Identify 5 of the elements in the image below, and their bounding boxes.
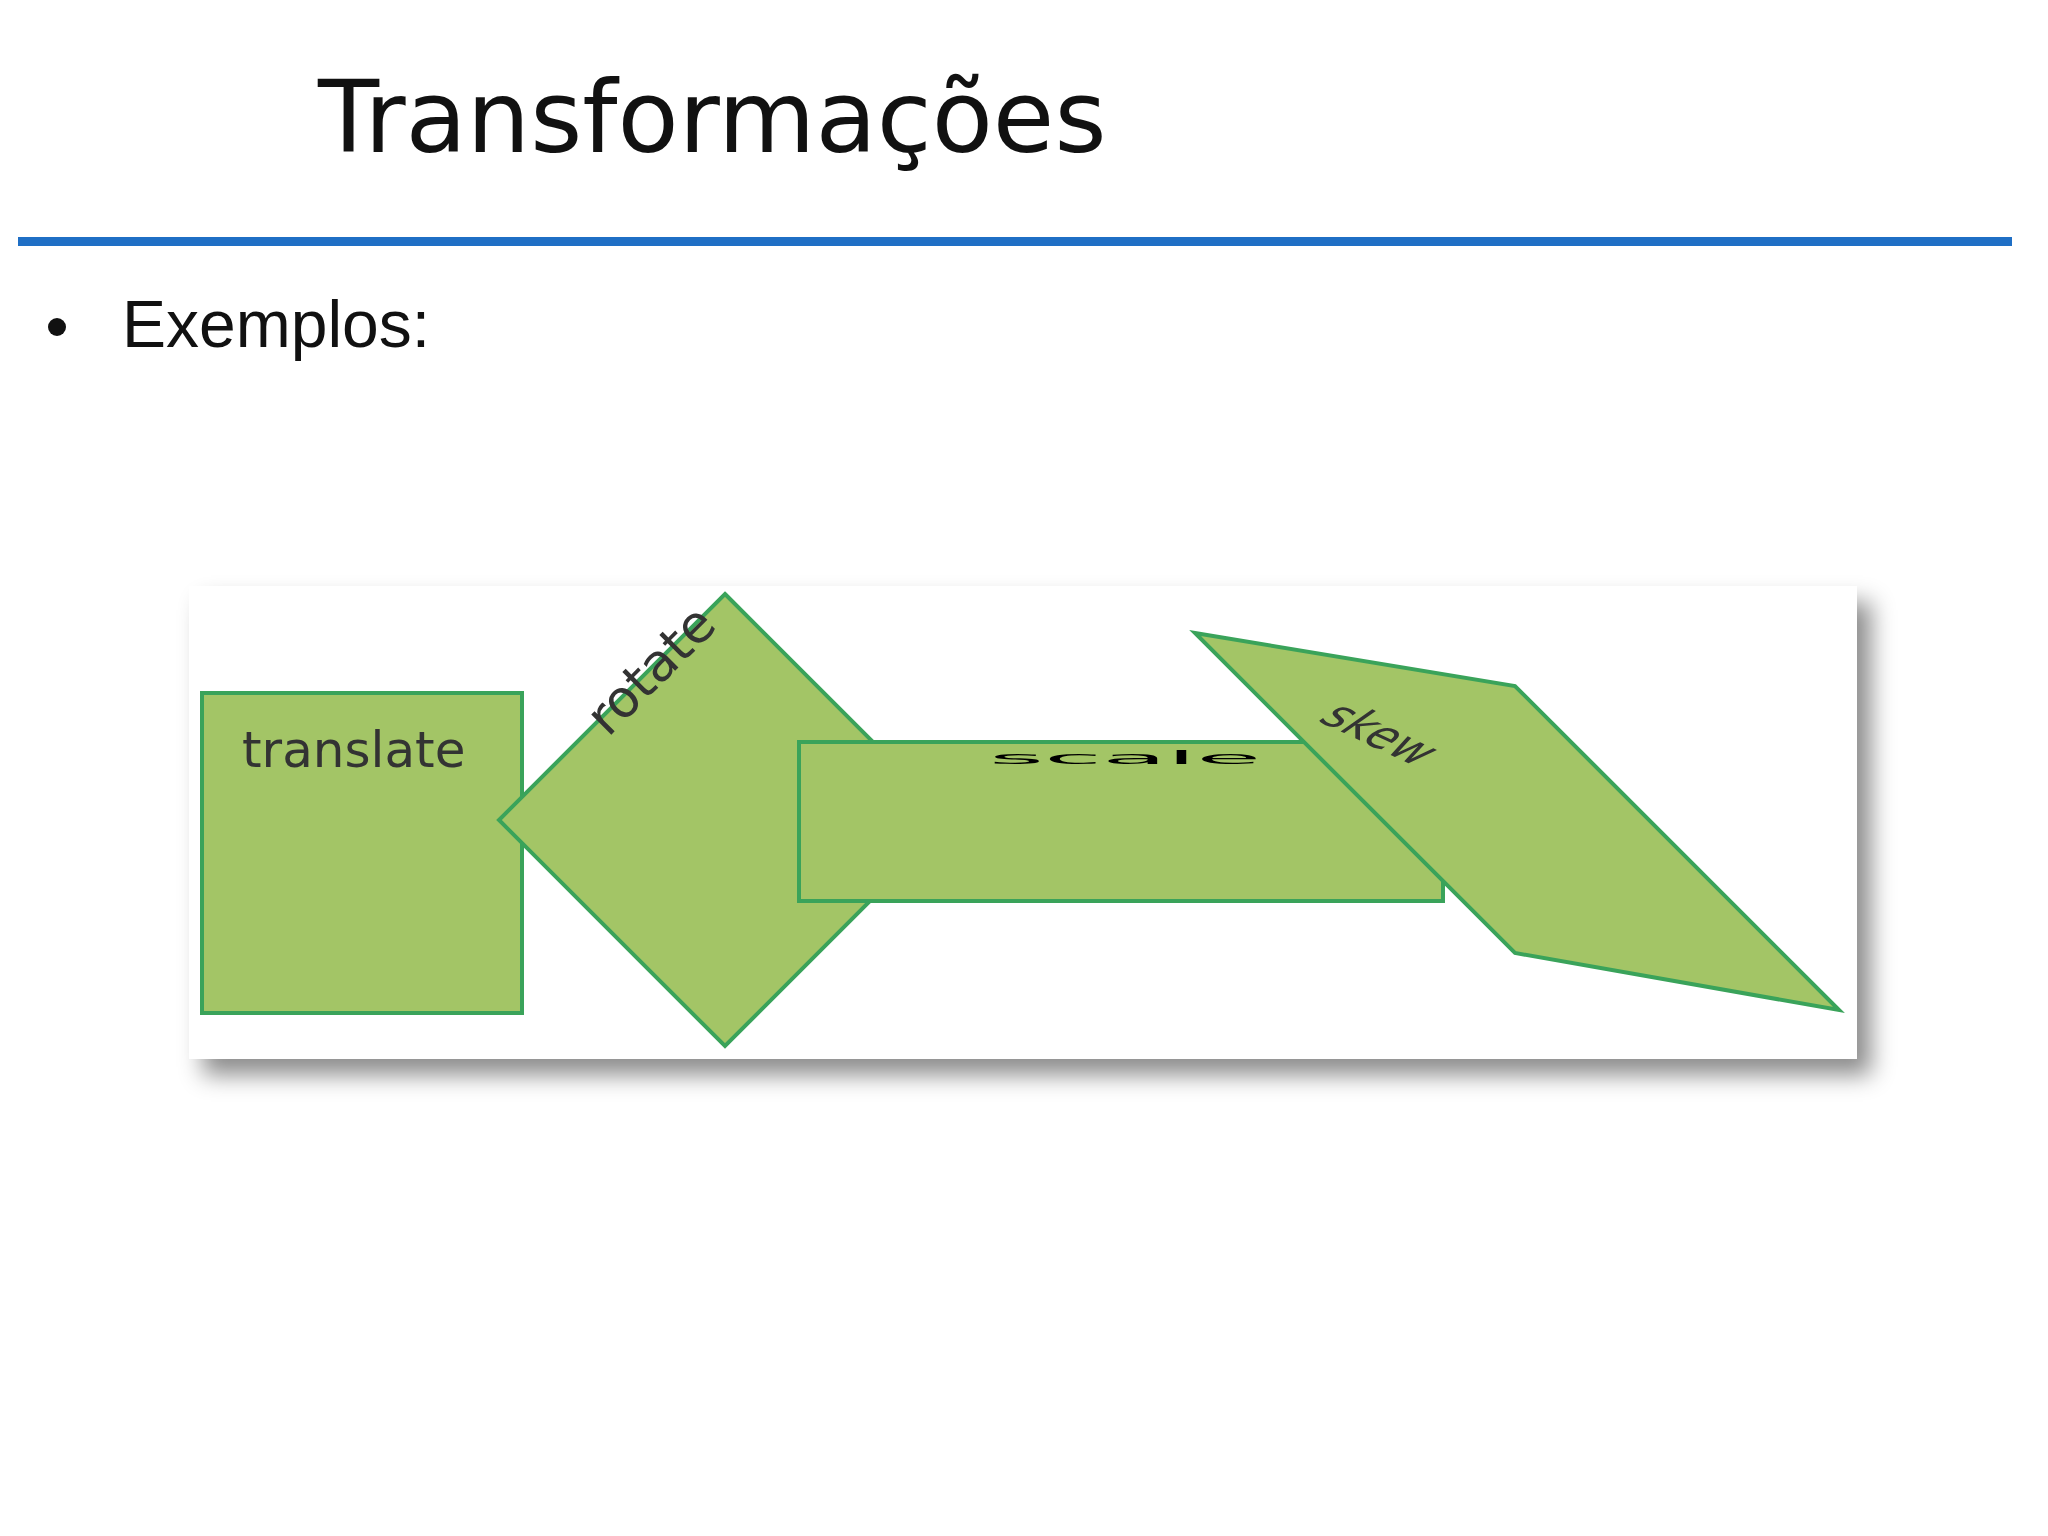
shape-label: skew — [1306, 693, 1455, 774]
shape-label: scale — [989, 748, 1262, 768]
bullet-text: Exemplos: — [122, 286, 431, 363]
slide-title: Transformações — [318, 58, 1107, 178]
shape-label: translate — [242, 721, 466, 779]
